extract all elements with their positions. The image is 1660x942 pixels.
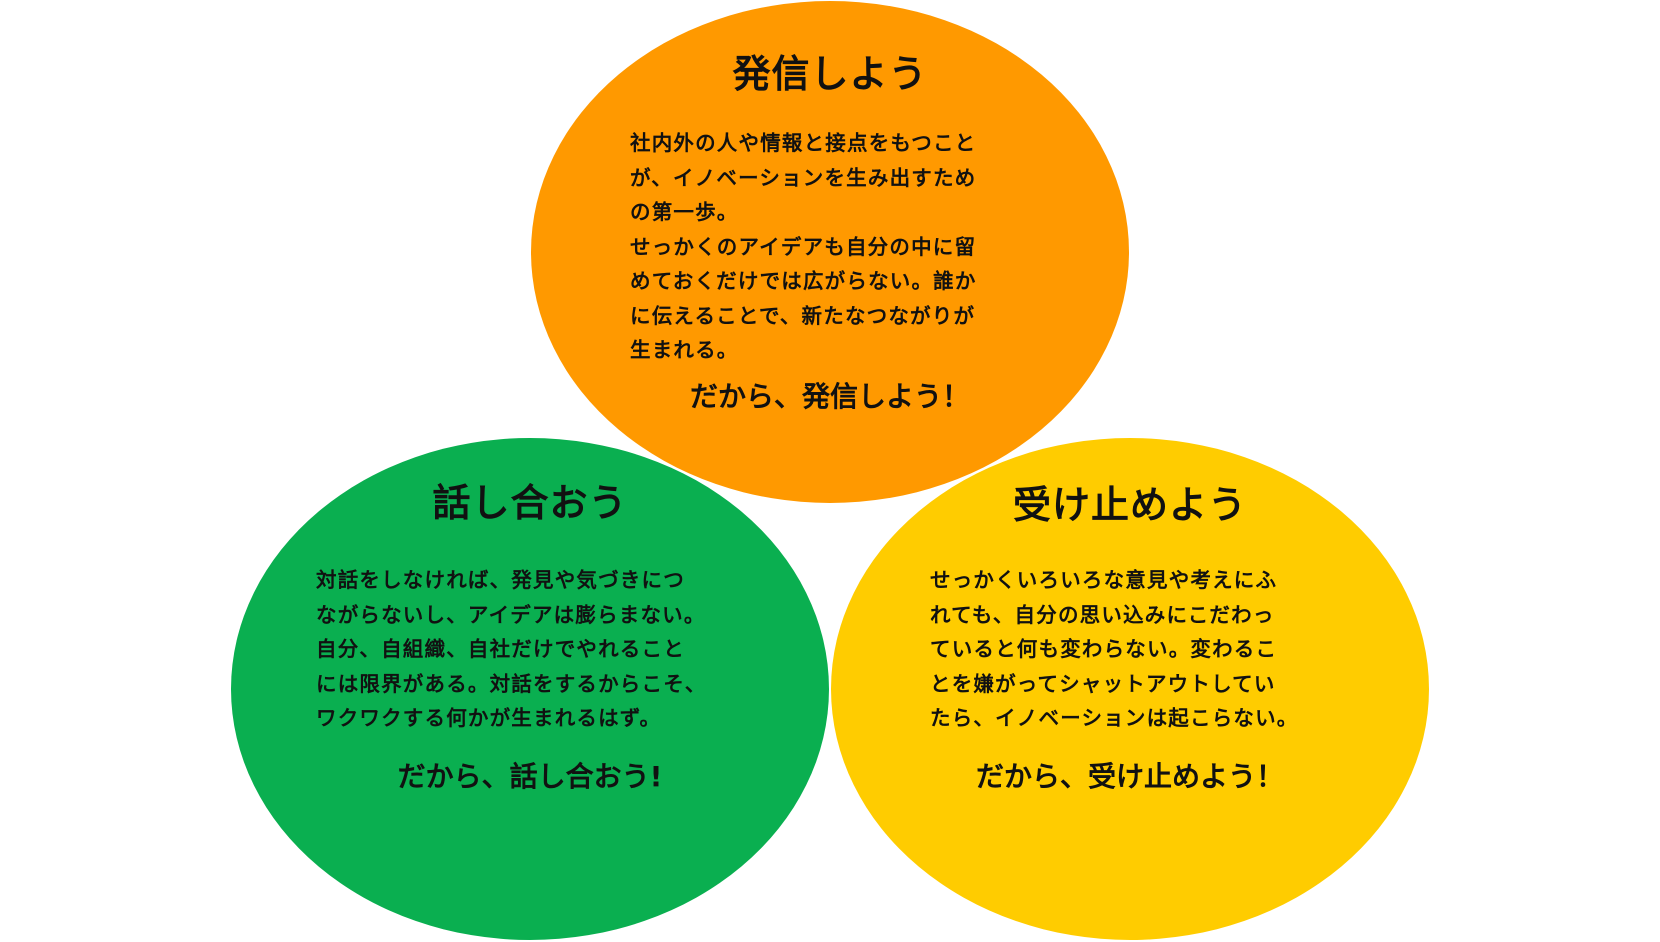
yellow-ellipse-uketomeru: 受け止めよう せっかくいろいろな意見や考えにふ れても、自分の思い込みにこだわっ… — [831, 438, 1429, 940]
hanashiau-body: 対話をしなければ、発見や気づきにつ ながらないし、アイデアは膨らまない。 自分、… — [316, 568, 707, 730]
hanashiau-closer: だから、話し合おう! — [397, 760, 663, 793]
hasshin-title: 発信しよう — [732, 52, 928, 96]
uketomeru-title: 受け止めよう — [1012, 483, 1247, 527]
uketomeru-closer: だから、受け止めよう！ — [975, 760, 1284, 793]
hasshin-closer: だから、発信しよう！ — [689, 380, 970, 413]
green-ellipse-hanashiau: 話し合おう 対話をしなければ、発見や気づきにつ ながらないし、アイデアは膨らまな… — [231, 438, 829, 940]
orange-ellipse-hasshin: 発信しよう 社内外の人や情報と接点をもつこと が、イノベーションを生み出すため … — [531, 1, 1129, 503]
uketomeru-body: せっかくいろいろな意見や考えにふ れても、自分の思い込みにこだわっ ていると何も… — [930, 568, 1299, 730]
hanashiau-title: 話し合おう — [432, 481, 628, 525]
hasshin-body: 社内外の人や情報と接点をもつこと が、イノベーションを生み出すため の第一歩。 … — [630, 131, 977, 362]
